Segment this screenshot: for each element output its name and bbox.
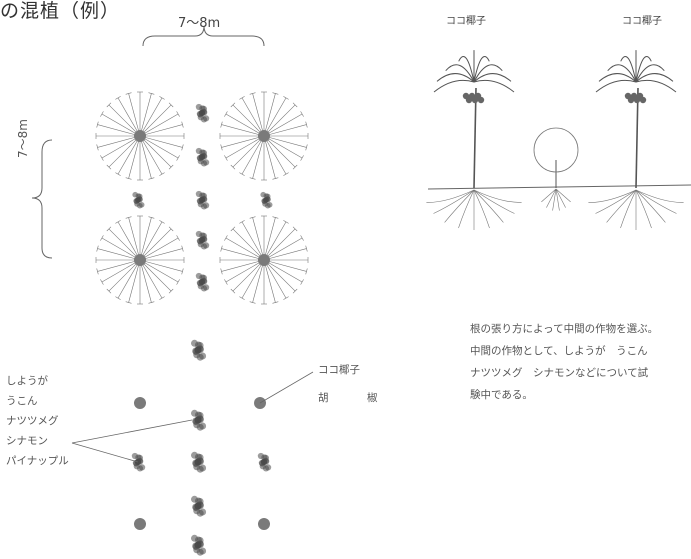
legend-item: しようが [6, 375, 48, 387]
leader-line-coconut [259, 371, 314, 404]
intercrop-symbol [191, 409, 207, 431]
leader-line-intercrop-upper [71, 419, 193, 444]
height-label: 7〜8m [16, 119, 30, 158]
width-label: 7〜8m [178, 16, 221, 31]
coconut-plan-symbol [95, 91, 185, 181]
right-coconut-label: ココ椰子 [622, 16, 662, 27]
left-coconut-label: ココ椰子 [446, 16, 486, 27]
elevation-intercrop-tree [533, 127, 579, 211]
width-brace [142, 25, 265, 47]
leader-line-intercrop-lower [71, 442, 139, 463]
height-brace [31, 139, 53, 259]
intercrop-plan-symbol [195, 272, 210, 292]
legend-item: うこん [6, 395, 38, 407]
note-line: ナツツメグ シナモンなどについて試 [470, 367, 649, 379]
intercrop-plan-symbol [195, 230, 210, 250]
coconut-plan-symbol [219, 215, 309, 305]
intercrop-symbol [191, 451, 207, 473]
note-line: 中間の作物として、しようが うこん [470, 345, 648, 357]
ground-line [427, 184, 691, 190]
planting-note: 根の張り方によって中間の作物を選ぶ。 中間の作物として、しようが うこん ナツツ… [470, 318, 658, 406]
coconut-plan-group [95, 91, 309, 305]
pepper-legend-label: 胡 椒 [318, 392, 392, 404]
coconut-plan-symbol [219, 91, 309, 181]
coconut-plan-symbol [95, 215, 185, 305]
bottom-layout-group [131, 339, 272, 556]
intercrop-plan-symbol [195, 190, 210, 210]
intercrop-plan-symbol [260, 191, 273, 209]
coconut-symbol [134, 397, 146, 409]
legend-item: シナモン [6, 435, 48, 447]
intercrop-symbol [131, 452, 146, 472]
coconut-symbol [134, 518, 146, 530]
intercrop-plan-symbol [195, 103, 210, 123]
intercrop-plan-symbol [195, 147, 210, 167]
legend-item: パイナップル [6, 455, 69, 467]
intercrop-plan-symbol [132, 191, 145, 209]
elevation-group [426, 50, 684, 230]
page-title: の混植（例） [0, 0, 121, 22]
intercrop-symbol [191, 534, 207, 556]
note-line: 根の張り方によって中間の作物を選ぶ。 [470, 323, 659, 335]
intercrop-symbol [257, 452, 272, 472]
intercrop-plan-group [132, 103, 273, 292]
elevation-coconut-right [588, 50, 684, 230]
intercrop-symbol [191, 339, 207, 361]
intercrop-symbol [191, 495, 207, 517]
coconut-symbol [258, 518, 270, 530]
coconut-legend-label: ココ椰子 [318, 364, 360, 376]
legend-item: ナツツメグ [6, 415, 59, 427]
note-line: 験中である。 [470, 389, 533, 401]
intercrop-legend: しようが うこん ナツツメグ シナモン パイナップル [6, 371, 69, 471]
elevation-coconut-left [426, 50, 522, 230]
